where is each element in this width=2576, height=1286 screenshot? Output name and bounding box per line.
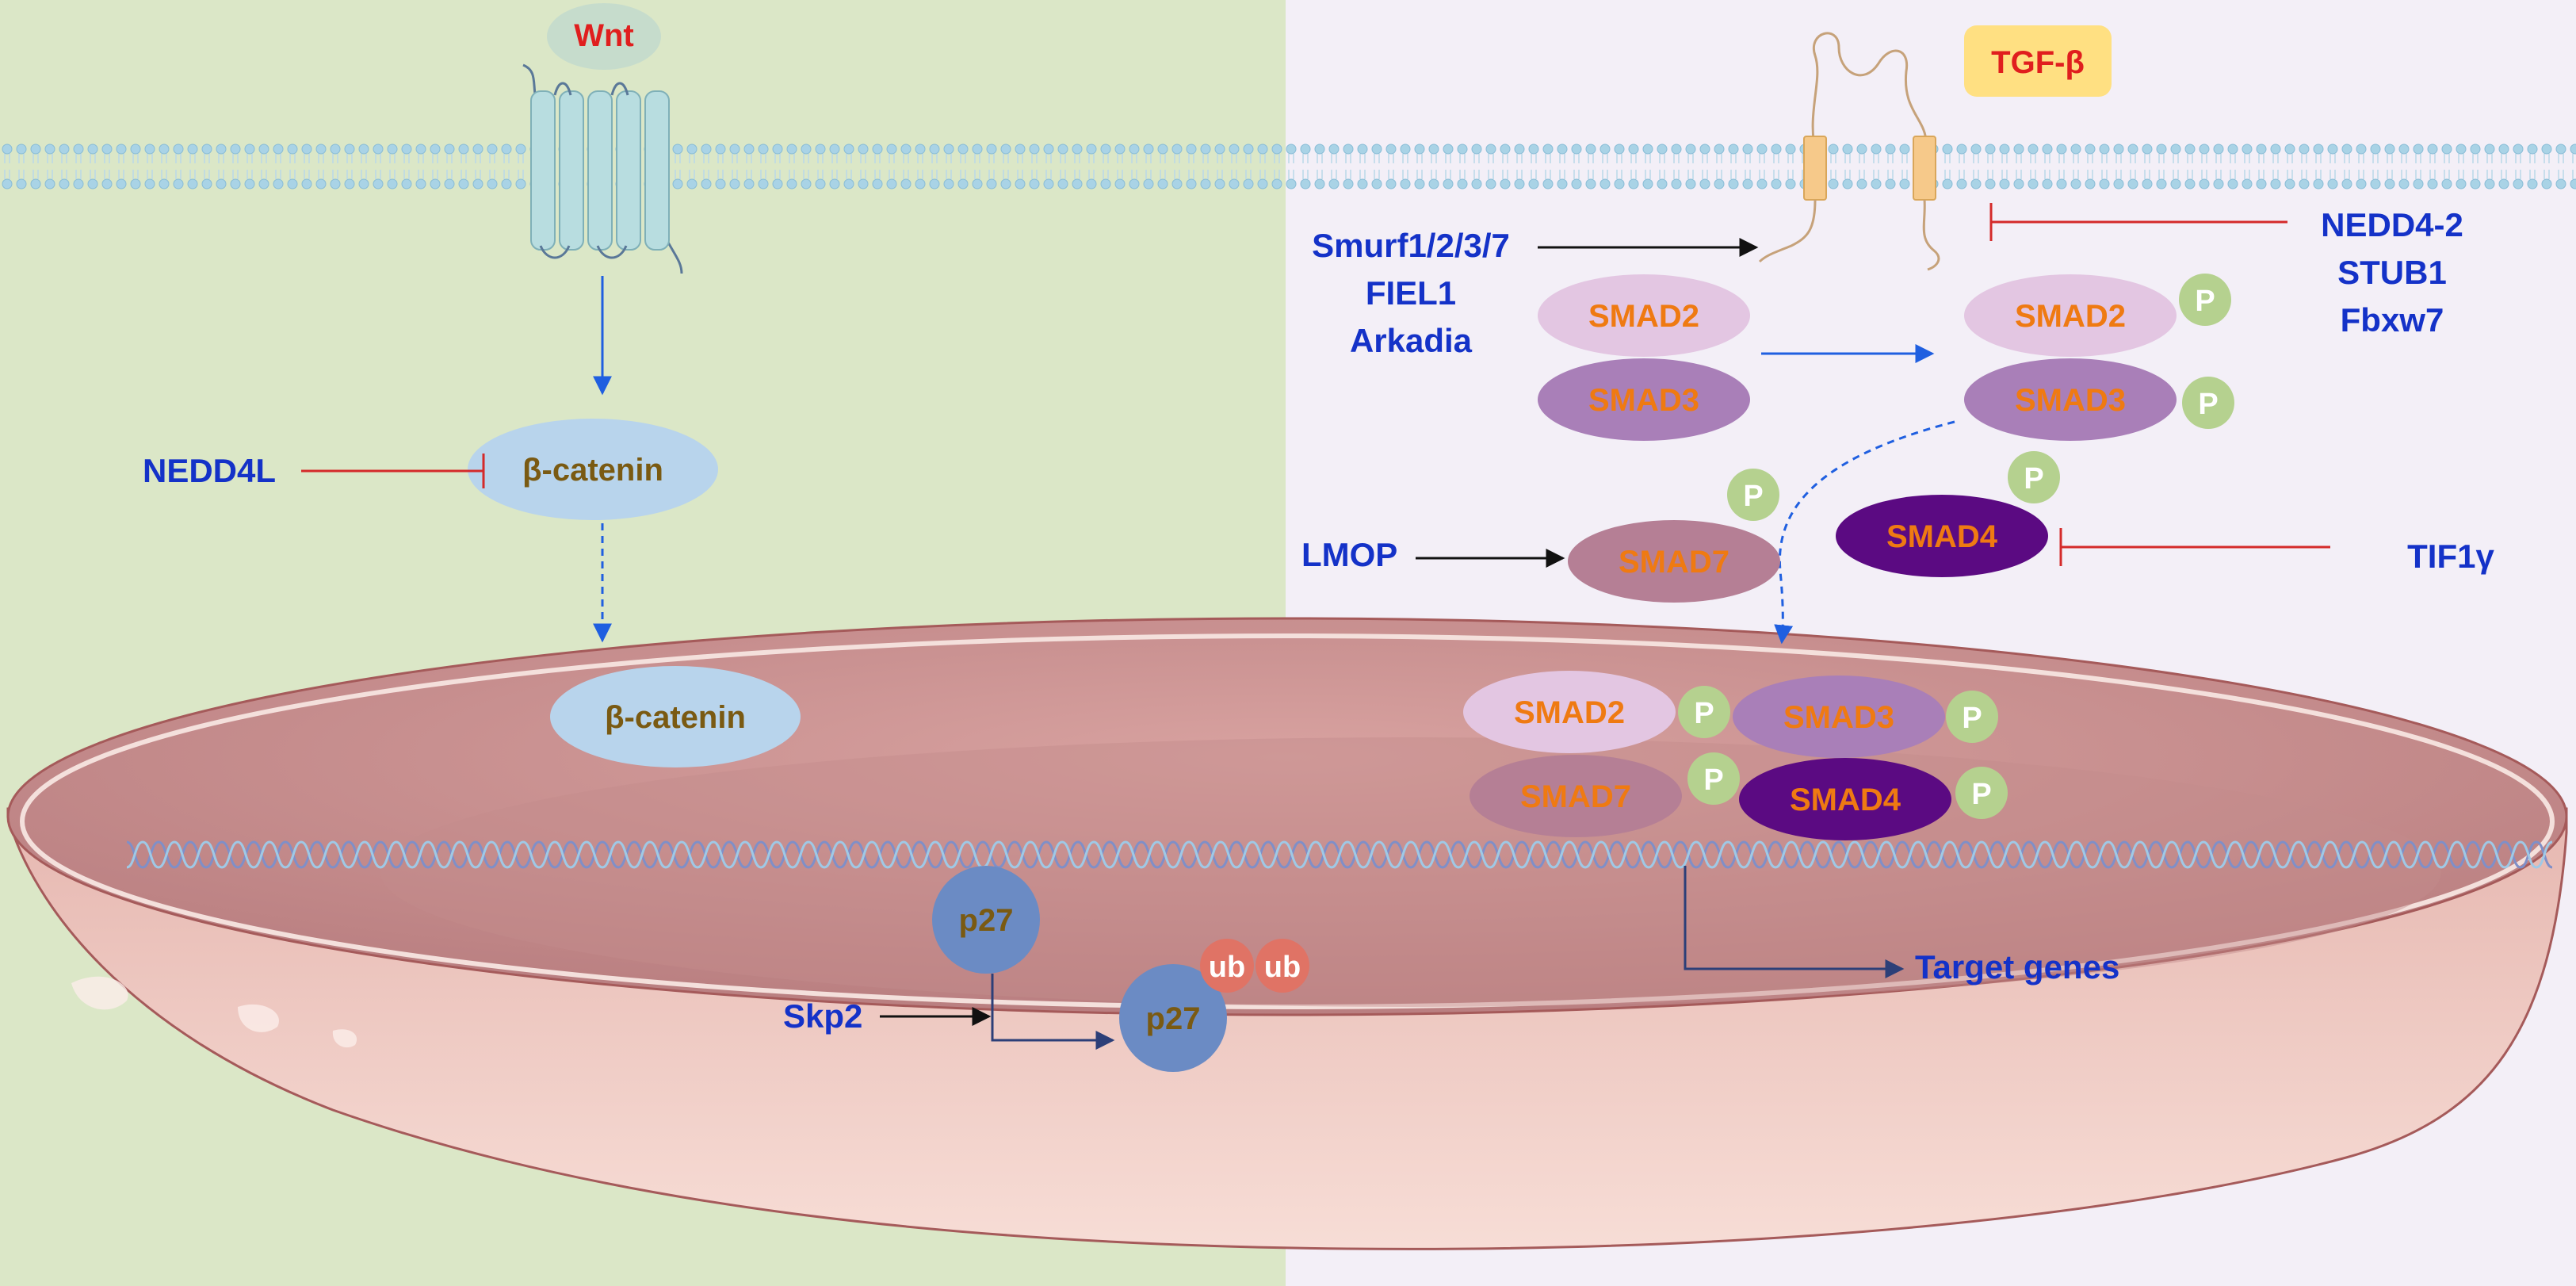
- tif1g-label: TIF1γ: [2407, 538, 2494, 575]
- target-genes-arrow: [1684, 866, 1905, 978]
- phospho-smad2: [2179, 274, 2231, 326]
- phospho-smad7-nuc: [1687, 752, 1740, 805]
- catenin-nucleus: [550, 666, 801, 767]
- frizzled-receptor: [522, 63, 683, 274]
- smad3-phospho: [1964, 358, 2177, 441]
- smurf-label: Smurf1/2/3/7: [1312, 227, 1510, 264]
- phospho-smad4: [2008, 451, 2060, 503]
- catenin-nucleus-label: β-catenin: [605, 700, 746, 735]
- phospho-smad4-nuc-label: P: [1971, 778, 1991, 811]
- smad2-cyto: [1538, 274, 1750, 357]
- smad3-nuc-label: SMAD3: [1783, 700, 1894, 735]
- fiel1-label: FIEL1: [1366, 274, 1456, 312]
- ubiquitin-1: [1200, 939, 1254, 993]
- phospho-smad3-nuc-label: P: [1962, 702, 1982, 735]
- smad2-nuc-label: SMAD2: [1514, 695, 1625, 730]
- phospho-smad4-nuc: [1955, 767, 2008, 819]
- smad2-cyto-label: SMAD2: [1588, 299, 1699, 334]
- phospho-smad3-label: P: [2198, 388, 2218, 421]
- tgfb-box: [1964, 25, 2112, 97]
- lmop-label: LMOP: [1301, 536, 1397, 573]
- p27-a-label: p27: [959, 903, 1014, 938]
- smad4-cyto-label: SMAD4: [1886, 519, 1998, 554]
- smad4-cyto: [1836, 495, 2048, 577]
- smad7-nuc: [1470, 755, 1682, 837]
- p27-a: [932, 866, 1040, 974]
- p27-b-label: p27: [1146, 1001, 1201, 1036]
- phospho-smad3: [2182, 377, 2234, 429]
- target-genes-label: Target genes: [1915, 948, 2119, 986]
- catenin-cytoplasm: [468, 419, 718, 520]
- p27-arrow: [991, 974, 1115, 1050]
- ubiquitin-2-label: ub: [1264, 951, 1301, 984]
- ubiquitin-2: [1256, 939, 1309, 993]
- smad-translocation-arrow: [1774, 420, 1955, 645]
- smad3-phospho-label: SMAD3: [2015, 383, 2126, 418]
- p27-b: [1119, 964, 1227, 1072]
- smad4-nuc-label: SMAD4: [1790, 783, 1901, 817]
- fbxw7-label: Fbxw7: [2341, 301, 2444, 339]
- smad7-nuc-label: SMAD7: [1520, 779, 1631, 814]
- phospho-smad3-nuc: [1946, 691, 1998, 743]
- smad4-nuc: [1739, 758, 1951, 840]
- tgfb-receptor: [1758, 32, 1940, 271]
- arkadia-label: Arkadia: [1350, 322, 1473, 359]
- smad7-cyto: [1568, 520, 1780, 603]
- smad7-cyto-label: SMAD7: [1619, 545, 1729, 580]
- phospho-smad2-nuc: [1678, 686, 1730, 738]
- smad2-phospho-label: SMAD2: [2015, 299, 2126, 334]
- nedd4-2-label: NEDD4-2: [2321, 206, 2463, 243]
- smad3-nuc: [1733, 676, 1945, 758]
- phospho-smad4-label: P: [2024, 462, 2043, 496]
- smad3-cyto-label: SMAD3: [1588, 383, 1699, 418]
- smad2-nuc: [1463, 671, 1676, 753]
- catenin-cytoplasm-label: β-catenin: [522, 453, 663, 488]
- phospho-smad2-label: P: [2195, 285, 2215, 318]
- skp2-label: Skp2: [783, 997, 862, 1035]
- phospho-smad2-nuc-label: P: [1694, 697, 1714, 730]
- nedd4l-label: NEDD4L: [143, 452, 276, 489]
- tgfb-label: TGF-β: [1991, 45, 2085, 80]
- smad2-phospho: [1964, 274, 2177, 357]
- wnt-label: Wnt: [574, 18, 634, 53]
- stub1-label: STUB1: [2337, 254, 2447, 291]
- wnt-ligand: [547, 3, 661, 70]
- phospho-smad7-nuc-label: P: [1703, 764, 1723, 797]
- smad3-cyto: [1538, 358, 1750, 441]
- phospho-smad7: [1727, 469, 1779, 521]
- dna-strand: [127, 839, 2552, 874]
- ubiquitin-1-label: ub: [1209, 951, 1245, 984]
- phospho-smad7-label: P: [1743, 480, 1763, 513]
- cell-membrane: [0, 143, 2576, 190]
